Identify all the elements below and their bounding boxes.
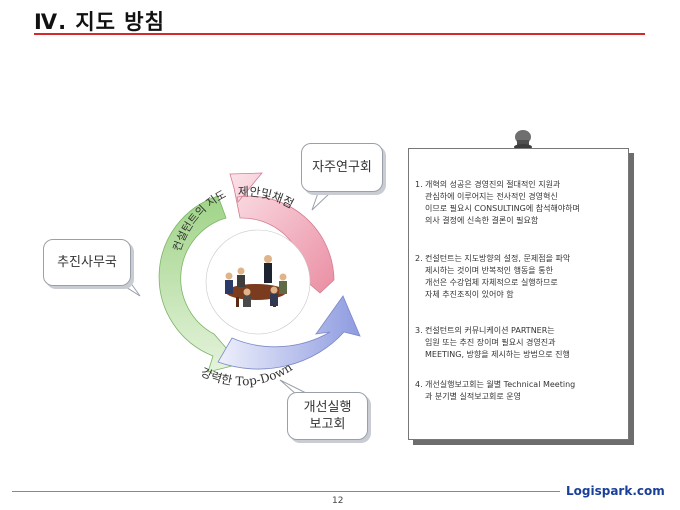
callout-study-group: 자주연구회 bbox=[301, 143, 383, 192]
callout-secretariat: 추진사무국 bbox=[43, 239, 131, 286]
footer-rule bbox=[12, 491, 560, 492]
callout-tail-study bbox=[311, 192, 332, 211]
page-title: Ⅳ. 지도 방침 bbox=[34, 10, 165, 34]
callout-secretariat-label: 추진사무국 bbox=[57, 255, 117, 270]
note-item-1-line-4: 의사 결정에 신속한 결론이 필요함 bbox=[425, 216, 539, 225]
note-item-2-line-3: 개선은 수강업체 자체적으로 실행하므로 bbox=[425, 278, 558, 287]
note-item-1-line-2: 관심하에 이루어지는 전사적인 경영혁신 bbox=[425, 192, 558, 201]
note-item-3-line-3: MEETING, 방향을 제시하는 방법으로 진행 bbox=[425, 350, 570, 359]
note-item-2-line-4: 자체 추진조직이 있어야 함 bbox=[425, 290, 514, 299]
brand-logo-text: Logispark.com bbox=[566, 484, 665, 498]
note-item-3-line-2: 임원 또는 추진 장이며 필요시 경영진과 bbox=[425, 338, 556, 347]
note-item-2: 2.컨설턴트는 지도방향의 설정, 문제점을 파악 제시하는 것이며 반복적인 … bbox=[415, 253, 627, 301]
note-item-3-line-1: 컨설턴트의 커뮤니케이션 PARTNER는 bbox=[425, 326, 555, 335]
cycle-segment-top bbox=[229, 172, 335, 294]
note-item-4: 4.개선실행보고회는 월별 Technical Meeting 과 분기별 실적… bbox=[415, 379, 627, 403]
note-item-1: 1.개혁의 성공은 경영진의 절대적인 지원과 관심하에 이루어지는 전사적인 … bbox=[415, 179, 627, 227]
note-item-4-line-1: 개선실행보고회는 월별 Technical Meeting bbox=[425, 380, 576, 389]
cycle-center bbox=[205, 229, 311, 335]
callout-study-group-label: 자주연구회 bbox=[312, 160, 372, 175]
note-item-2-line-1: 컨설턴트는 지도방향의 설정, 문제점을 파악 bbox=[425, 254, 571, 263]
note-item-1-line-1: 개혁의 성공은 경영진의 절대적인 지원과 bbox=[425, 180, 561, 189]
note-item-3-number: 3. bbox=[415, 326, 423, 335]
page-number: 12 bbox=[332, 496, 344, 506]
callout-report-line-2: 보고회 bbox=[309, 417, 346, 432]
meeting-people-illustration bbox=[225, 255, 287, 307]
note-item-1-line-3: 이므로 필요시 CONSULTING에 참석해야하며 bbox=[425, 204, 580, 213]
callout-report: 개선실행 보고회 bbox=[287, 392, 368, 440]
title-underline bbox=[34, 33, 645, 35]
callout-report-line-1: 개선실행 bbox=[303, 400, 352, 415]
note-item-1-number: 1. bbox=[415, 180, 423, 189]
note-item-2-number: 2. bbox=[415, 254, 423, 263]
cycle-segment-bottom bbox=[217, 295, 361, 370]
note-item-4-line-2: 과 분기별 실적보고회로 운영 bbox=[425, 392, 521, 401]
cycle-segment-left bbox=[158, 195, 241, 373]
note-item-2-line-2: 제시하는 것이며 반복적인 행동을 통한 bbox=[425, 266, 553, 275]
note-item-3: 3.컨설턴트의 커뮤니케이션 PARTNER는 임원 또는 추진 장이며 필요시… bbox=[415, 325, 627, 361]
note-item-4-number: 4. bbox=[415, 380, 423, 389]
guideline-note-card: 1.개혁의 성공은 경영진의 절대적인 지원과 관심하에 이루어지는 전사적인 … bbox=[408, 148, 629, 440]
